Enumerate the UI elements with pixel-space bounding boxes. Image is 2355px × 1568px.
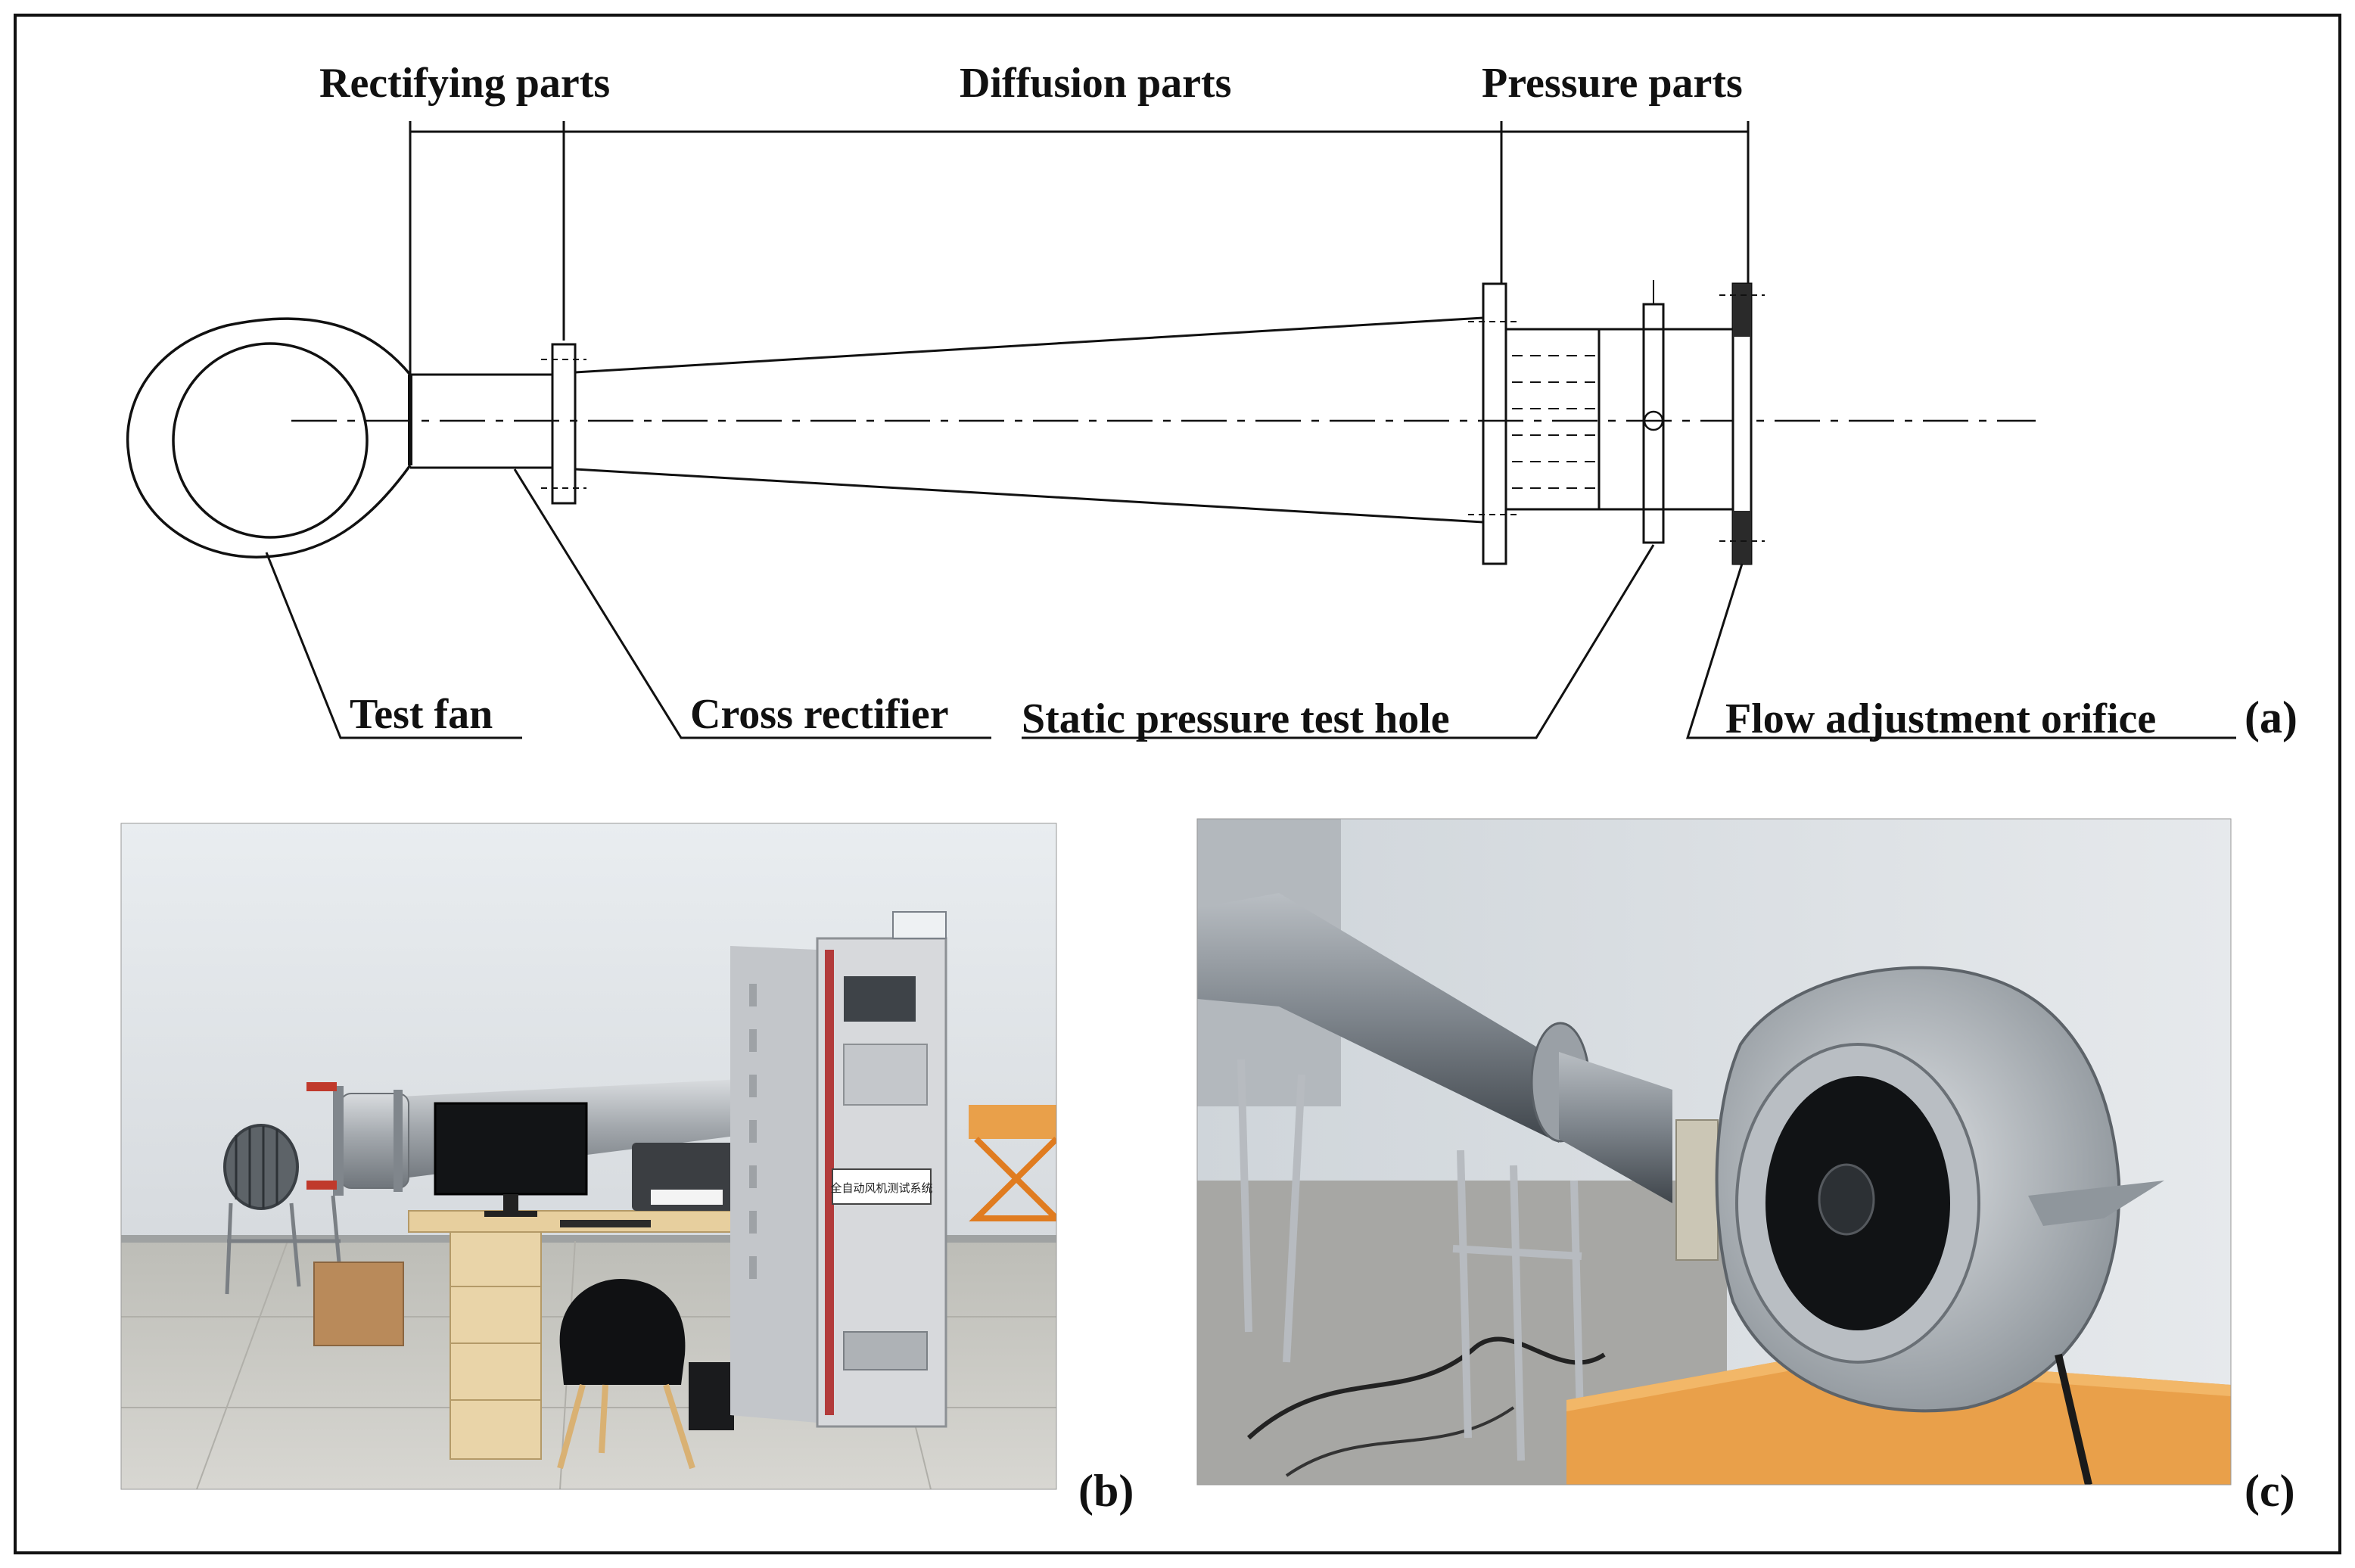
photo-c-border (1196, 818, 2232, 1486)
leader-cross-rectifier (513, 468, 991, 739)
fan-outlet-lip (2028, 1181, 2164, 1226)
figure-frame (14, 14, 2341, 1554)
label-rectifying-parts: Rectifying parts (319, 60, 610, 107)
photo-panel-b: 全自动风机测试系统 (b) (120, 823, 1134, 1516)
photo-panel-c: (c) (1196, 818, 2295, 1516)
fan-b-stripes (235, 1126, 278, 1209)
fan-inner-circle (172, 342, 369, 539)
label-cross-rectifier: Cross rectifier (690, 691, 949, 738)
drawer-lines (450, 1286, 541, 1401)
diffuser-top (574, 316, 1484, 374)
label-static-pressure-hole: Static pressure test hole (1022, 695, 1450, 742)
leader-flow-orifice (1685, 563, 2236, 739)
duct-mount-plate (1675, 1119, 1719, 1261)
label-flow-orifice: Flow adjustment orifice (1725, 695, 2156, 742)
cabinet-panel (843, 1044, 928, 1106)
cabinet-door-trim (825, 950, 834, 1415)
cross-rectifier-flange (551, 343, 577, 505)
orifice-top-block (1733, 284, 1751, 337)
duct-flange-b1 (333, 1086, 344, 1196)
red-valve-1 (306, 1082, 337, 1091)
diffuser-bottom (574, 468, 1484, 524)
lift-table-scissor (969, 1137, 1056, 1221)
monitor-stand (503, 1194, 518, 1214)
orifice-bottom-block (1733, 511, 1751, 564)
chair-legs (557, 1383, 695, 1470)
keyboard (560, 1220, 651, 1227)
cabinet-sign-text: 全自动风机测试系统 (830, 1181, 932, 1195)
duct-stand-c (1237, 1059, 1585, 1476)
red-valve-2 (306, 1181, 337, 1190)
leader-static-pressure-hole (1022, 544, 1655, 739)
test-fan-b (223, 1124, 299, 1210)
panel-label-a: (a) (2245, 692, 2297, 742)
duct-cylinder-c (1559, 1052, 1672, 1203)
cabinet-unit (843, 1331, 928, 1370)
chair (559, 1279, 686, 1385)
monitor (434, 1102, 588, 1196)
fan-hub-c (1818, 1163, 1875, 1236)
panel-label-b: (b) (1078, 1466, 1134, 1516)
floor-cables-2 (1285, 1406, 1515, 1477)
diffuser-duct-c (1197, 893, 1559, 1143)
static-pressure-ring (1642, 303, 1665, 544)
cardboard-box (313, 1262, 404, 1346)
desk-drawers (450, 1231, 542, 1460)
cabinet-sign (832, 1168, 932, 1205)
straightener-dashes (1512, 355, 1595, 489)
fan-volute-outline (126, 317, 412, 558)
label-diffusion-parts: Diffusion parts (960, 60, 1231, 107)
leader-test-fan (265, 552, 522, 739)
device-on-cabinet (892, 911, 947, 939)
straightener-section (1504, 328, 1601, 511)
cabinet-vents (749, 984, 757, 1279)
diffuser-outlet-flange (1482, 282, 1507, 565)
cabinet-side (730, 946, 817, 1423)
duct-flange-b2 (394, 1090, 403, 1192)
schematic-panel-a: Rectifying parts Diffusion parts Pressur… (126, 60, 2297, 742)
photo-b-border (120, 823, 1057, 1490)
baseboard (121, 1235, 1056, 1243)
label-test-fan: Test fan (350, 691, 493, 738)
monitor-base (484, 1211, 537, 1217)
cabinet-display (844, 976, 916, 1022)
label-pressure-parts: Pressure parts (1482, 60, 1743, 107)
static-pressure-hole-marker (1643, 410, 1664, 431)
fan-power-cord (2055, 1353, 2092, 1485)
panel-label-c: (c) (2245, 1466, 2295, 1516)
printer-paper (651, 1190, 723, 1205)
ups-box (689, 1362, 734, 1430)
orange-lift-table (969, 1105, 1056, 1139)
